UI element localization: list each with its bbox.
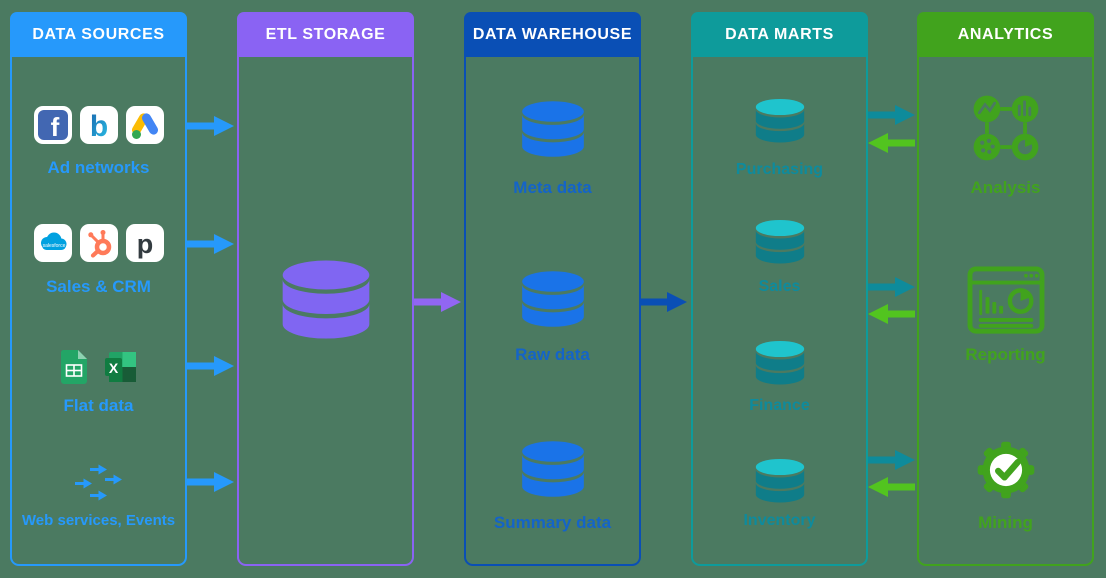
- db-label-inventory: Inventory: [743, 512, 816, 529]
- analytics-body: [917, 57, 1094, 566]
- svg-text:p: p: [136, 229, 153, 259]
- arrow-marts-to-analytics-2: [868, 275, 915, 299]
- arrow-sources-to-etl-1: [187, 114, 234, 138]
- group-label-ad-networks: Ad networks: [47, 158, 150, 177]
- facebook-icon: f: [33, 106, 72, 144]
- arrow-analytics-to-marts-1: [868, 131, 915, 155]
- arrow-analytics-to-marts-2: [868, 302, 915, 326]
- arrow-analytics-to-marts-3: [868, 475, 915, 499]
- database-icon: [516, 100, 590, 160]
- group-label-flat-data: Flat data: [63, 396, 134, 415]
- column-analytics: ANALYTICS: [917, 12, 1094, 566]
- column-data-marts: DATA MARTS Purchasing Sales Finance Inve…: [691, 12, 868, 566]
- ad-networks-icons: f b: [10, 106, 187, 144]
- etl-storage-body: [237, 57, 414, 566]
- inventory-database: [691, 458, 868, 505]
- database-icon: [516, 270, 590, 330]
- etl-storage-header: ETL STORAGE: [237, 12, 414, 57]
- column-title: DATA WAREHOUSE: [472, 25, 633, 43]
- google-ads-icon: [125, 106, 164, 144]
- data-warehouse-body: [464, 57, 641, 566]
- meta-data-database: [464, 100, 641, 160]
- bing-icon: b: [79, 106, 118, 144]
- db-label-purchasing: Purchasing: [735, 161, 824, 178]
- sales-database: [691, 219, 868, 266]
- column-title: DATA MARTS: [725, 25, 834, 43]
- db-label-sales: Sales: [758, 278, 801, 295]
- excel-icon: X: [103, 349, 139, 390]
- data-marts-body: [691, 57, 868, 566]
- database-icon: [516, 440, 590, 500]
- reporting-item: [917, 265, 1094, 342]
- data-sources-header: DATA SOURCES: [10, 12, 187, 57]
- item-label-mining: Mining: [978, 513, 1033, 532]
- arrow-sources-to-etl-3: [187, 354, 234, 378]
- database-icon: [751, 340, 809, 387]
- flat-data-icons: X: [10, 349, 187, 390]
- finance-database: [691, 340, 868, 387]
- pipedrive-icon: p: [125, 224, 164, 262]
- raw-data-database: [464, 270, 641, 330]
- column-title: ETL STORAGE: [265, 25, 386, 43]
- arrow-marts-to-analytics-3: [868, 448, 915, 472]
- sales-crm-icons: salesforce p: [10, 224, 187, 262]
- item-label-analysis: Analysis: [970, 178, 1041, 197]
- data-marts-header: DATA MARTS: [691, 12, 868, 57]
- database-icon: [274, 259, 378, 343]
- arrow-marts-to-analytics-1: [868, 103, 915, 127]
- scatter-arrows-icon: [75, 464, 122, 506]
- column-data-warehouse: DATA WAREHOUSE Meta data Raw data Summar…: [464, 12, 641, 566]
- column-title: ANALYTICS: [957, 25, 1054, 43]
- database-icon: [751, 219, 809, 266]
- hubspot-icon: [79, 224, 118, 262]
- analysis-item: [917, 88, 1094, 173]
- salesforce-icon: salesforce: [33, 224, 72, 262]
- column-etl-storage: ETL STORAGE: [237, 12, 414, 566]
- data-warehouse-header: DATA WAREHOUSE: [464, 12, 641, 57]
- database-icon: [751, 458, 809, 505]
- mining-item: [917, 429, 1094, 516]
- group-label-web-services: Web services, Events: [21, 512, 176, 529]
- arrow-sources-to-etl-2: [187, 232, 234, 256]
- summary-data-database: [464, 440, 641, 500]
- purchasing-database: [691, 98, 868, 145]
- db-label-finance: Finance: [749, 397, 810, 414]
- svg-text:X: X: [108, 360, 118, 376]
- data-sources-body: [10, 57, 187, 566]
- report-window-icon: [964, 265, 1048, 342]
- database-icon: [751, 98, 809, 145]
- google-sheets-icon: [59, 349, 89, 390]
- group-label-sales-crm: Sales & CRM: [46, 277, 151, 296]
- svg-text:f: f: [50, 112, 59, 142]
- item-label-reporting: Reporting: [965, 345, 1046, 364]
- db-label-meta-data: Meta data: [513, 178, 592, 197]
- column-title: DATA SOURCES: [32, 25, 165, 43]
- web-services-icons: [10, 464, 187, 506]
- svg-text:b: b: [89, 110, 107, 143]
- arrow-sources-to-etl-4: [187, 470, 234, 494]
- arrow-warehouse-to-marts: [640, 290, 687, 314]
- db-label-raw-data: Raw data: [515, 345, 590, 364]
- column-data-sources: DATA SOURCES f b: [10, 12, 187, 566]
- arrow-etl-to-warehouse: [414, 290, 461, 314]
- analytics-header: ANALYTICS: [917, 12, 1094, 57]
- svg-text:salesforce: salesforce: [42, 243, 65, 249]
- db-label-summary-data: Summary data: [493, 513, 612, 532]
- etl-database-row: [237, 259, 414, 343]
- gear-check-icon: [965, 429, 1047, 516]
- analysis-network-icon: [966, 88, 1046, 173]
